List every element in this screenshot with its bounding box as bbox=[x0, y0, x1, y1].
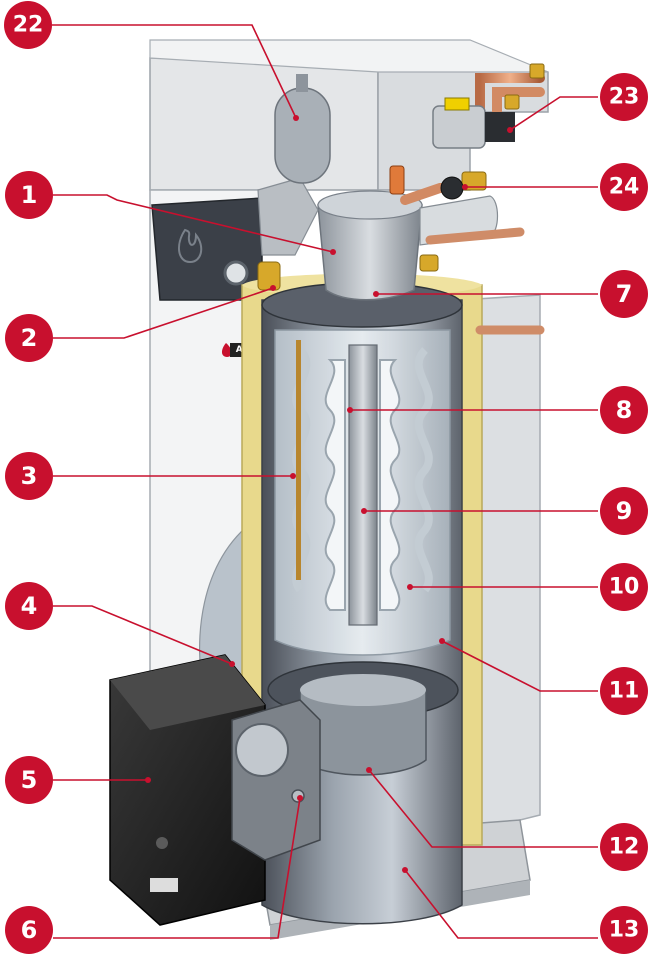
leader-13 bbox=[404, 869, 598, 939]
callout-3: 3 bbox=[5, 452, 53, 500]
leader-12 bbox=[368, 769, 598, 848]
burner-mount-disc bbox=[235, 723, 289, 777]
leader-2 bbox=[53, 287, 274, 339]
flue-hood bbox=[317, 204, 423, 301]
callout-23-number: 23 bbox=[609, 85, 640, 110]
callout-11: 11 bbox=[600, 667, 648, 715]
central-flue-tube bbox=[348, 344, 378, 626]
callout-8-number: 8 bbox=[616, 396, 633, 424]
callout-12: 12 bbox=[600, 823, 648, 871]
callout-4-number: 4 bbox=[21, 592, 38, 620]
casing-top-lip bbox=[149, 39, 549, 73]
callout-7-number: 7 bbox=[616, 280, 633, 308]
flame-icon bbox=[178, 228, 203, 264]
callout-8: 8 bbox=[600, 386, 648, 434]
dot-2 bbox=[270, 285, 276, 291]
boiler-illustration: ACV bbox=[109, 39, 549, 940]
dot-3 bbox=[290, 473, 296, 479]
leader-23 bbox=[509, 96, 598, 131]
dot-8 bbox=[347, 407, 353, 413]
circulation-pump bbox=[432, 97, 515, 149]
leader-lines bbox=[52, 24, 598, 939]
callout-5: 5 bbox=[5, 756, 53, 804]
dot-24 bbox=[462, 184, 468, 190]
burner-sight-glass bbox=[156, 837, 168, 849]
dot-12 bbox=[366, 767, 372, 773]
dot-23 bbox=[507, 127, 513, 133]
callout-10-number: 10 bbox=[609, 575, 640, 600]
brass-fittings bbox=[257, 63, 545, 291]
acv-logo-drop-icon bbox=[221, 343, 232, 357]
callout-2-number: 2 bbox=[21, 324, 38, 352]
burner-label-plate bbox=[150, 878, 178, 892]
leader-22 bbox=[52, 24, 297, 119]
dot-6 bbox=[297, 795, 303, 801]
callout-12-number: 12 bbox=[609, 835, 640, 860]
flue-hood-top bbox=[317, 190, 423, 220]
dot-9 bbox=[361, 508, 367, 514]
callout-1: 1 bbox=[5, 171, 53, 219]
callout-23: 23 bbox=[600, 73, 648, 121]
callout-5-number: 5 bbox=[21, 766, 38, 794]
dot-11 bbox=[439, 638, 445, 644]
callout-11-number: 11 bbox=[609, 679, 640, 704]
dot-1 bbox=[330, 249, 336, 255]
pressure-gauge bbox=[223, 260, 249, 286]
valve-knob bbox=[440, 176, 464, 200]
leader-6 bbox=[53, 797, 301, 939]
callout-24: 24 bbox=[600, 163, 648, 211]
callout-22-number: 22 bbox=[13, 13, 44, 38]
callout-9: 9 bbox=[600, 487, 648, 535]
leader-1 bbox=[53, 194, 334, 253]
callout-badges: 22 1 2 3 4 5 6 23 bbox=[4, 1, 648, 954]
dot-22 bbox=[293, 115, 299, 121]
callout-1-number: 1 bbox=[21, 181, 38, 209]
safety-valve bbox=[389, 165, 405, 195]
leader-11 bbox=[441, 640, 598, 692]
dot-13 bbox=[402, 867, 408, 873]
dot-4 bbox=[229, 661, 235, 667]
callout-6-number: 6 bbox=[21, 916, 38, 944]
expansion-vessel bbox=[274, 74, 331, 184]
sensor-probe bbox=[296, 340, 301, 580]
burner-top-face bbox=[110, 655, 265, 730]
dot-5 bbox=[145, 777, 151, 783]
dot-7 bbox=[373, 291, 379, 297]
callout-24-number: 24 bbox=[609, 175, 640, 200]
leader-end-dots bbox=[145, 115, 513, 873]
burner-flange bbox=[231, 699, 321, 861]
callout-4: 4 bbox=[5, 582, 53, 630]
callout-7: 7 bbox=[600, 270, 648, 318]
leader-4 bbox=[53, 605, 233, 665]
callout-3-number: 3 bbox=[21, 462, 38, 490]
dot-10 bbox=[407, 584, 413, 590]
callout-6: 6 bbox=[5, 906, 53, 954]
callout-10: 10 bbox=[600, 563, 648, 611]
combustion-chamber-inner bbox=[300, 674, 426, 706]
callout-13: 13 bbox=[600, 906, 648, 954]
callout-2: 2 bbox=[5, 314, 53, 362]
callout-13-number: 13 bbox=[609, 918, 640, 943]
rear-casing-panel bbox=[149, 57, 379, 191]
callout-9-number: 9 bbox=[616, 497, 633, 525]
callout-22: 22 bbox=[4, 1, 52, 49]
